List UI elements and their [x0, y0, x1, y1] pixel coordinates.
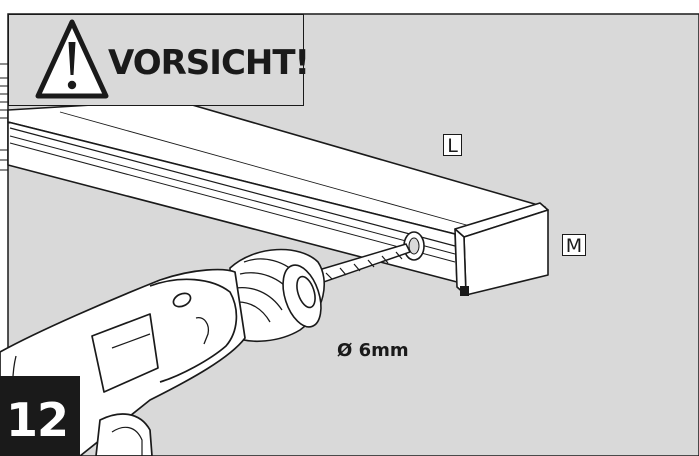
end-cap [454, 202, 549, 296]
drill-hole-inner [408, 237, 420, 255]
drill-chuck [229, 248, 325, 342]
step-number: 12 [6, 393, 69, 447]
exclamation-triangle-icon [35, 19, 109, 99]
step-badge [0, 376, 80, 456]
profile-label: L [443, 134, 462, 157]
frame-tick-marks [0, 63, 8, 171]
end-cap-label: M [562, 234, 586, 257]
drill-diameter-label: Ø 6mm [337, 340, 409, 361]
warning-title: VORSICHT! [108, 43, 310, 83]
